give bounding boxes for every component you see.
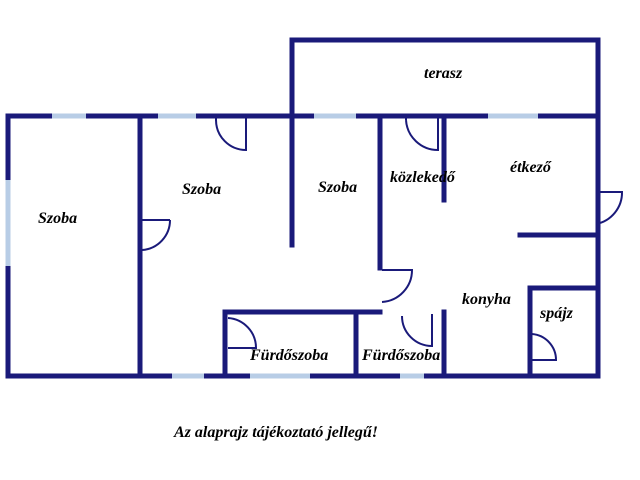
room-label-furdoszoba-right: Fürdőszoba bbox=[361, 347, 440, 364]
door-etkezo-right bbox=[595, 191, 624, 225]
room-label-furdoszoba-left: Fürdőszoba bbox=[249, 347, 328, 364]
room-label-szoba-middle: Szoba bbox=[182, 181, 221, 198]
room-label-terasz: terasz bbox=[424, 65, 463, 82]
door-top-szoba bbox=[215, 118, 247, 152]
door-hall-bottom bbox=[381, 269, 414, 303]
door-bath-left bbox=[227, 317, 258, 349]
windows bbox=[5, 113, 538, 379]
room-label-szoba-left: Szoba bbox=[38, 210, 77, 227]
door-pantry bbox=[531, 333, 558, 361]
doors bbox=[141, 118, 624, 361]
door-bath-right bbox=[401, 314, 433, 348]
room-label-etkezo: étkező bbox=[510, 159, 552, 176]
door-left-szoba bbox=[141, 219, 172, 251]
room-label-spajz: spájz bbox=[539, 305, 574, 322]
door-hall-top bbox=[405, 118, 439, 152]
disclaimer-note: Az alaprajz tájékoztató jellegű! bbox=[173, 424, 378, 441]
room-label-kozlekedo: közlekedő bbox=[390, 169, 456, 186]
walls bbox=[5, 37, 601, 379]
room-label-konyha: konyha bbox=[462, 291, 511, 308]
room-labels: Szoba Szoba Szoba terasz közlekedő étkez… bbox=[38, 65, 574, 364]
room-label-szoba-right: Szoba bbox=[318, 179, 357, 196]
